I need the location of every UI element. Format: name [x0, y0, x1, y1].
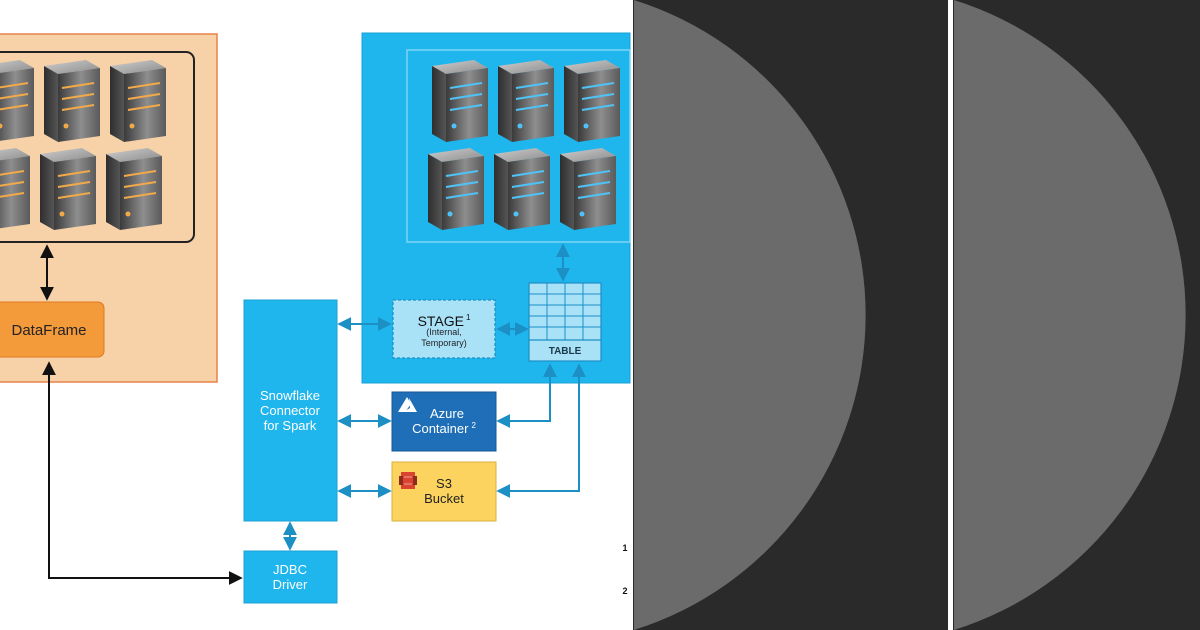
azure-logo-icon	[398, 397, 417, 412]
server-icon	[0, 60, 34, 141]
server-icon	[564, 60, 620, 142]
footnote-marker-2: 2	[622, 586, 627, 596]
server-icon	[494, 148, 550, 230]
stage-sub-2: Temporary)	[421, 338, 467, 348]
s3-label-2: Bucket	[424, 491, 464, 506]
s3-label-1: S3	[436, 476, 452, 491]
table-label: TABLE	[549, 346, 582, 357]
half-circle-shape-2	[954, 0, 1186, 630]
connector-label-2: Connector	[260, 403, 321, 418]
stage-box	[392, 299, 496, 359]
server-icon	[428, 148, 484, 230]
server-icon	[44, 60, 100, 142]
connector-box	[243, 299, 338, 522]
stage-footnote-ref: 1	[466, 313, 471, 322]
stage-sub-1: (Internal,	[426, 327, 462, 337]
server-icon	[0, 148, 30, 229]
stage-title-text: STAGE	[418, 313, 464, 329]
azure-label-1: Azure	[430, 406, 464, 421]
server-icon	[110, 60, 166, 142]
s3-bucket-box	[391, 461, 497, 522]
server-icon	[432, 60, 488, 142]
half-circle-shape-1	[634, 0, 866, 630]
table-icon	[528, 282, 602, 362]
jdbc-box	[243, 550, 338, 604]
server-icon	[106, 148, 162, 230]
connector-label-1: Snowflake	[260, 388, 320, 403]
jdbc-label-2: Driver	[273, 577, 308, 592]
snowflake-compute-frame	[406, 49, 631, 243]
server-icon	[40, 148, 96, 230]
snowflake-server-group	[428, 60, 620, 230]
jdbc-label-1: JDBC	[273, 562, 307, 577]
server-icon	[560, 148, 616, 230]
azure-label-2-text: Container	[412, 421, 469, 436]
table-s3-arrow	[496, 363, 586, 498]
dataframe-box	[0, 301, 105, 358]
panel-divider	[948, 0, 953, 630]
spark-server-group	[0, 60, 166, 230]
connector-label-3: for Spark	[264, 418, 317, 433]
azure-footnote-ref: 2	[471, 421, 476, 430]
aws-s3-icon	[399, 472, 417, 489]
footnote-marker-1: 1	[622, 543, 627, 553]
server-icon	[498, 60, 554, 142]
dataframe-jdbc-arrow	[42, 361, 243, 585]
spark-nodes-frame	[0, 51, 195, 243]
dataframe-label: DataFrame	[11, 322, 86, 339]
